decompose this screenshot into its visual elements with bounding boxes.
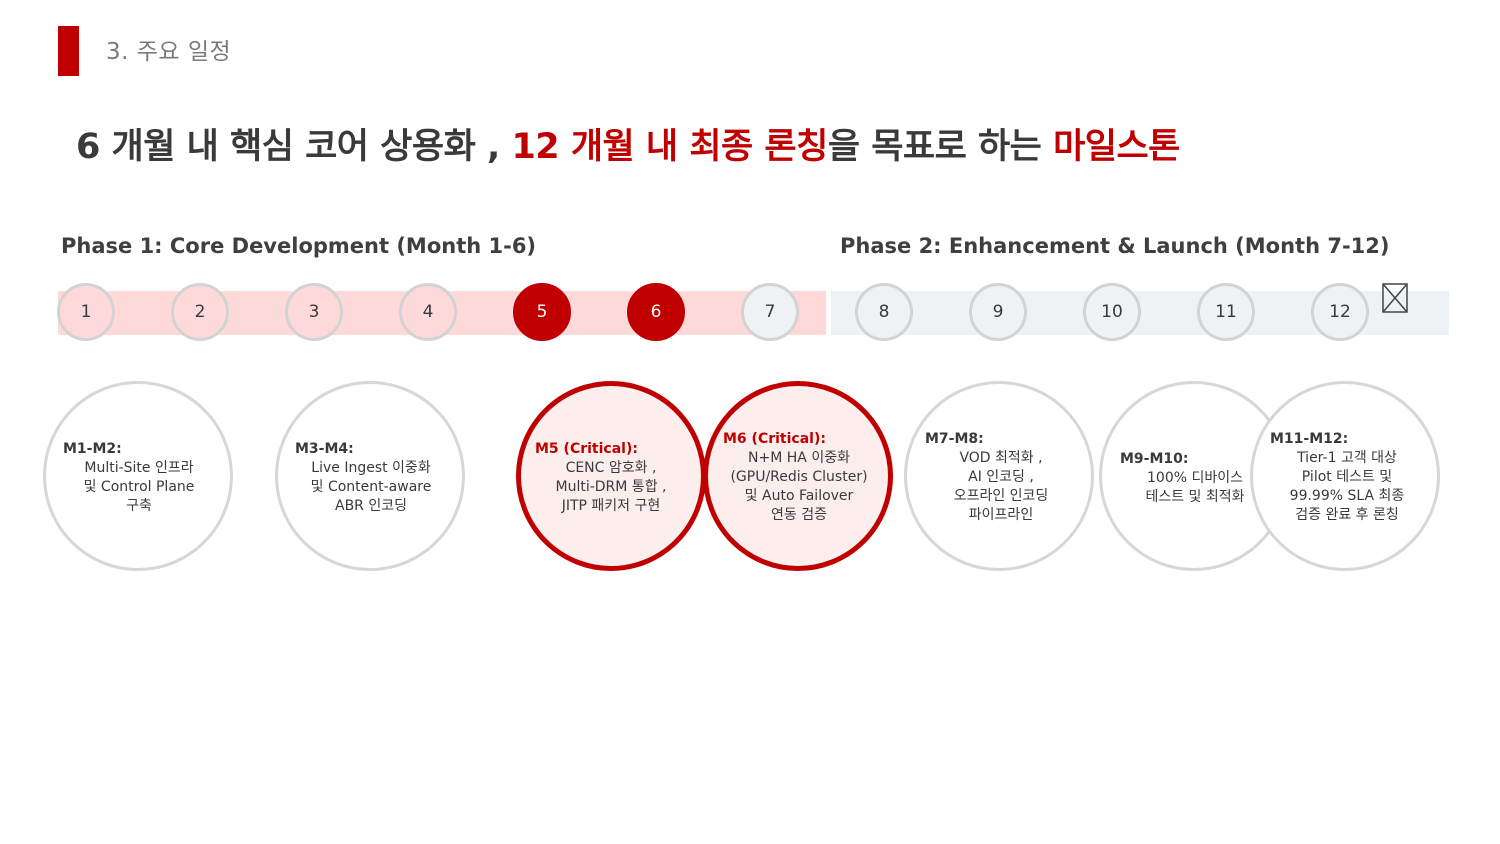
milestone-circle-2 [275, 381, 465, 571]
milestone-line: Multi-Site 인프라 [84, 460, 194, 476]
phase-1-label: Phase 1: Core Development (Month 1-6) [61, 234, 537, 258]
milestone-line: 및 Content-aware [310, 479, 432, 495]
milestone-line: (GPU/Redis Cluster) [730, 469, 868, 485]
milestone-description-4: N+M HA 이중화 (GPU/Redis Cluster) 및 Auto Fail… [726, 449, 872, 525]
milestone-line: 테스트 및 최적화 [1145, 489, 1245, 505]
headline-part-1: 6 개월 내 핵심 코어 상용화 , [76, 127, 512, 167]
month-9-circle: 9 [969, 283, 1027, 341]
section-label: 3. 주요 일정 [106, 39, 232, 65]
milestone-line: 및 Control Plane [83, 479, 195, 495]
month-12-circle: 12 [1311, 283, 1369, 341]
month-3-circle: 3 [285, 283, 343, 341]
milestone-line: 99.99% SLA 최종 [1289, 488, 1405, 504]
milestone-title-4: M6 (Critical): [723, 431, 826, 447]
milestone-line: CENC 암호화 , [565, 460, 657, 476]
milestone-line: Live Ingest 이중화 [311, 460, 431, 476]
milestone-line: ABR 인코딩 [335, 498, 407, 514]
image-placeholder-icon [1382, 283, 1408, 313]
milestone-line: AI 인코딩 , [968, 469, 1034, 485]
milestone-title-2: M3-M4: [295, 441, 354, 457]
milestone-circle-1 [43, 381, 233, 571]
milestone-line: Tier-1 고객 대상 [1297, 450, 1397, 466]
milestone-circle-3 [516, 381, 706, 571]
month-10-circle: 10 [1083, 283, 1141, 341]
month-11-circle: 11 [1197, 283, 1255, 341]
headline-part-4: 마일스톤 [1053, 127, 1180, 167]
milestone-line: 파이프라인 [968, 507, 1034, 523]
page-title: 6 개월 내 핵심 코어 상용화 , 12 개월 내 최종 론칭을 목표로 하는… [76, 118, 1180, 169]
milestone-line: 연동 검증 [771, 507, 827, 523]
milestone-line: 오프라인 인코딩 [953, 488, 1049, 504]
milestone-title-6: M9-M10: [1120, 451, 1189, 467]
milestone-title-1: M1-M2: [63, 441, 122, 457]
month-6-circle: 6 [627, 283, 685, 341]
milestone-line: 구축 [126, 498, 152, 514]
month-2-circle: 2 [171, 283, 229, 341]
section-accent-bar [58, 26, 79, 76]
milestone-line: Pilot 테스트 및 [1301, 469, 1393, 485]
milestone-title-3: M5 (Critical): [535, 441, 638, 457]
month-1-circle: 1 [57, 283, 115, 341]
milestone-line: N+M HA 이중화 [748, 450, 850, 466]
month-4-circle: 4 [399, 283, 457, 341]
milestone-circle-5 [904, 381, 1094, 571]
milestone-line: 100% 디바이스 [1147, 470, 1243, 486]
milestone-title-7: M11-M12: [1270, 431, 1349, 447]
milestone-line: 검증 완료 후 론칭 [1295, 507, 1399, 523]
milestone-line: VOD 최적화 , [959, 450, 1043, 466]
headline-part-3: 을 목표로 하는 [827, 127, 1054, 167]
milestone-line: JITP 패키저 구현 [561, 498, 661, 514]
month-7-circle: 7 [741, 283, 799, 341]
phase-2-label: Phase 2: Enhancement & Launch (Month 7-1… [840, 234, 1390, 258]
month-5-circle: 5 [513, 283, 571, 341]
headline-part-2: 12 개월 내 최종 론칭 [511, 127, 828, 167]
milestone-circle-7 [1250, 381, 1440, 571]
milestone-circle-4 [703, 381, 893, 571]
milestone-title-5: M7-M8: [925, 431, 984, 447]
milestone-description-3: CENC 암호화 , Multi-DRM 통합 , JITP 패키저 구현 [546, 459, 676, 516]
month-8-circle: 8 [855, 283, 913, 341]
milestone-line: 및 Auto Failover [744, 488, 854, 504]
milestone-line: Multi-DRM 통합 , [555, 479, 667, 495]
